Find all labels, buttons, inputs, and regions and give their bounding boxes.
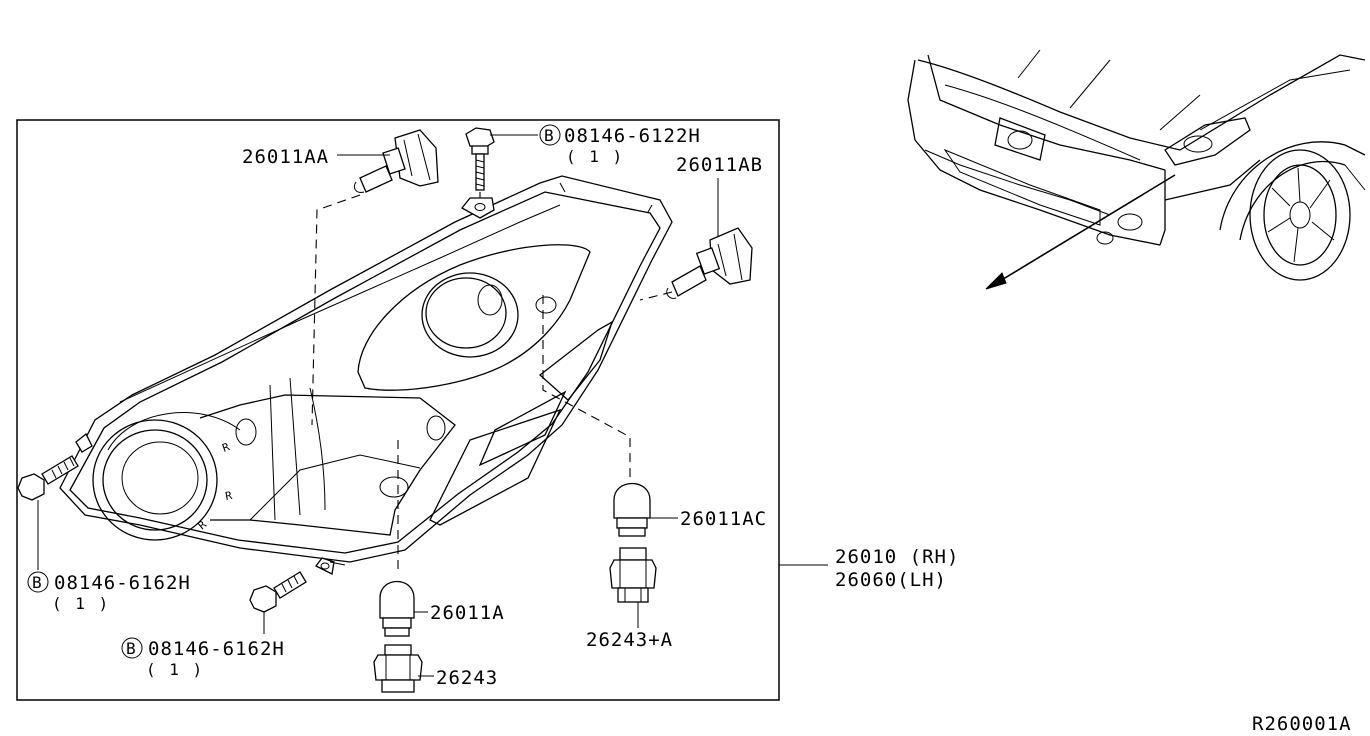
lens-mark: R [224, 489, 233, 503]
bolt-badge-letter: B [126, 639, 136, 658]
bolt-left [17, 455, 79, 501]
bolt-badge-letter: B [544, 126, 554, 145]
bolt-quantity: ( 1 ) [566, 147, 624, 166]
bolt-part-number: 08146-6162H [148, 638, 285, 660]
label-lamp-rh: 26010 (RH) [835, 546, 959, 568]
locator-arrowhead [985, 272, 1007, 290]
parts-frame [16, 119, 780, 701]
reference-code: R260001A [1252, 713, 1352, 735]
socket-26243 [373, 644, 423, 693]
label-26011aa: 26011AA [242, 146, 329, 168]
install-line-ac [542, 295, 631, 480]
bolt-badge [27, 571, 49, 593]
label-26243a: 26243+A [586, 629, 673, 651]
locator-arrow [989, 174, 1176, 288]
lens-mark: R [196, 518, 210, 532]
label-lamp-lh: 26060(LH) [835, 569, 947, 591]
bolt-badge [121, 637, 143, 659]
bolt-badge [539, 124, 561, 146]
bolt-top [465, 127, 495, 191]
bulb-26011a [379, 581, 415, 637]
bolt-badge-letter: B [32, 573, 42, 592]
socket-26243a [609, 547, 657, 603]
vehicle-locator-sketch [907, 49, 1366, 281]
headlamp-assembly [59, 175, 673, 575]
label-26011ab: 26011AB [676, 154, 763, 176]
bolt-part-number: 08146-6122H [564, 125, 701, 147]
bolt-quantity: ( 1 ) [52, 594, 110, 613]
bolt-part-number: 08146-6162H [54, 572, 191, 594]
lens-mark: R [221, 440, 232, 455]
bolt-quantity: ( 1 ) [146, 660, 204, 679]
bulb-26011aa [353, 129, 439, 193]
bulb-26011ab [666, 227, 753, 299]
bulb-26011ac [613, 483, 651, 537]
bolt-bottom [249, 571, 307, 613]
label-26011a: 26011A [430, 602, 505, 624]
label-26011ac: 26011AC [680, 508, 767, 530]
label-26243: 26243 [436, 667, 498, 689]
install-line-aa [311, 194, 361, 426]
